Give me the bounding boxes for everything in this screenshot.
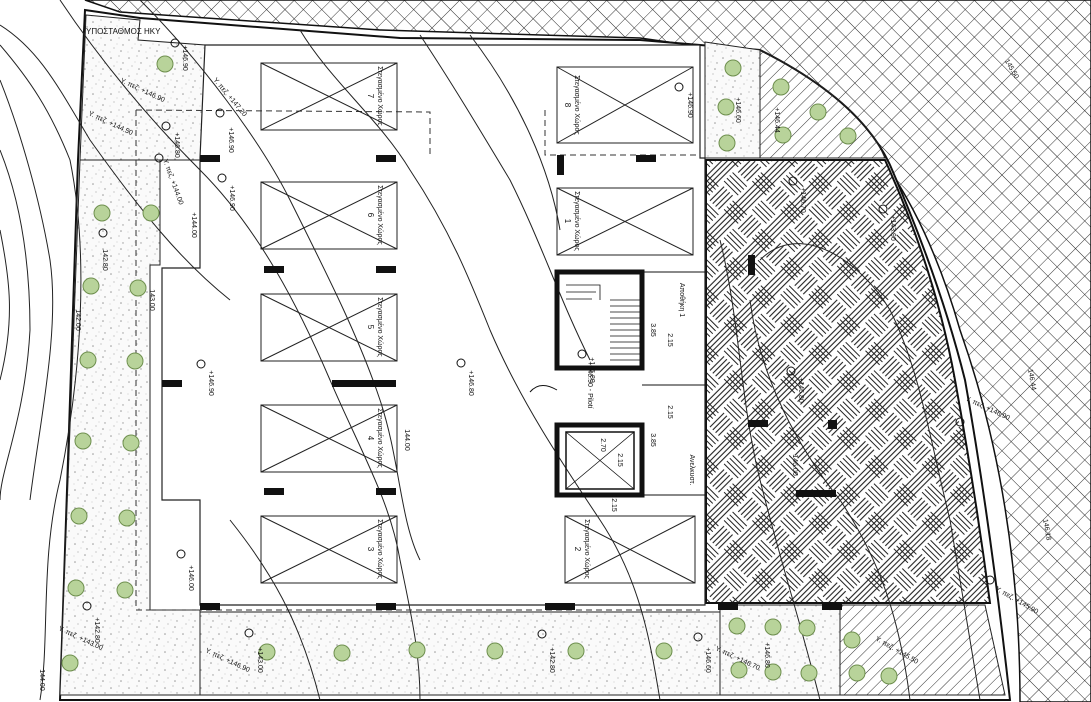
- spot-level: +146.80: [763, 642, 770, 668]
- spot-level: +146.90: [228, 185, 235, 211]
- core-floor-level: +146.90 - Pilotí: [586, 361, 593, 408]
- paved-area: [705, 159, 992, 604]
- spot-level: +146.90: [207, 370, 214, 396]
- core-dim-2: 2.15: [666, 333, 673, 347]
- contour-label: 142.80: [101, 249, 108, 271]
- core-dim-7: 2.15: [610, 498, 617, 512]
- building-outline: [161, 44, 706, 606]
- spot-level: +146.90: [181, 45, 188, 71]
- spot-level: +146.80: [467, 370, 474, 396]
- spot-level: +146.00: [187, 565, 194, 591]
- paved-area-level: 146.00: [791, 454, 798, 476]
- spot-level: +146.44: [773, 107, 780, 133]
- contour-label: 144.00: [38, 669, 45, 691]
- spot-level: +146.80: [173, 132, 180, 158]
- columns: [162, 155, 842, 610]
- core-dim-4: 3.85: [649, 433, 656, 447]
- parking-bays: [260, 62, 696, 584]
- spot-level: +146.80: [797, 377, 804, 403]
- spot-level: +144.00: [190, 212, 197, 238]
- core-dim-6: 2.70: [599, 438, 606, 452]
- parking-label-4: Στεγασμένο Χώρος: [376, 408, 384, 468]
- core-dim-3: 2.15: [666, 405, 673, 419]
- contour-label: 143.00: [148, 289, 155, 311]
- spot-level: +146.60: [704, 647, 711, 673]
- substation-label: ΥΠΟΣΤΑΘΜΟΣ ΗΚΥ: [86, 27, 161, 36]
- spot-level: +146.90: [686, 92, 693, 118]
- parking-number-2: 2: [573, 547, 582, 552]
- spot-level: +143.00: [256, 647, 263, 673]
- parking-label-2: Στεγασμένο Χώρος: [583, 519, 591, 579]
- core-lift-label: Ανελκυστ.: [688, 454, 695, 485]
- spot-level: +146.60: [734, 97, 741, 123]
- setback-line: [135, 109, 700, 611]
- parking-number-8: 8: [563, 103, 572, 108]
- parking-label-8: Στεγασμένο Χώρος: [573, 75, 581, 135]
- spot-level: +146.80: [588, 357, 595, 383]
- contour-label: 142.00: [74, 309, 81, 331]
- south-garden: [199, 611, 721, 696]
- parking-label-1: Στεγασμένο Χώρος: [573, 191, 581, 251]
- contour-label: 144.00: [403, 429, 410, 451]
- parking-label-5: Στεγασμένο Χώρος: [376, 297, 384, 357]
- parking-number-3: 3: [366, 547, 375, 552]
- south-east-hatch: [839, 604, 1006, 696]
- parking-number-5: 5: [366, 325, 375, 330]
- parking-label-3: Στεγασμένο Χώρος: [376, 519, 384, 579]
- core-dim-5: 2.15: [616, 453, 623, 467]
- spot-level: +142.80: [548, 647, 555, 673]
- parking-number-4: 4: [366, 436, 375, 441]
- parking-label-7: Στεγασμένο Χώρος: [376, 66, 384, 126]
- parking-number-7: 7: [366, 94, 375, 99]
- spot-level: +143.90: [889, 215, 896, 241]
- spot-level: +146.90: [227, 127, 234, 153]
- core-lobby-label: Αποθήκη 1: [678, 283, 685, 317]
- tree-symbols: [61, 55, 898, 685]
- parking-label-6: Στεγασμένο Χώρος: [376, 185, 384, 245]
- parking-number-1: 1: [563, 219, 572, 224]
- core-dim-1: 3.85: [649, 323, 656, 337]
- border-level: 146.18: [1041, 519, 1052, 541]
- spot-level: +142.80: [93, 617, 100, 643]
- level-markers: [82, 38, 995, 642]
- parking-number-6: 6: [366, 213, 375, 218]
- spot-level: +146.70: [799, 187, 806, 213]
- border-level: 146.44: [1026, 369, 1037, 391]
- stair-core: [529, 269, 705, 498]
